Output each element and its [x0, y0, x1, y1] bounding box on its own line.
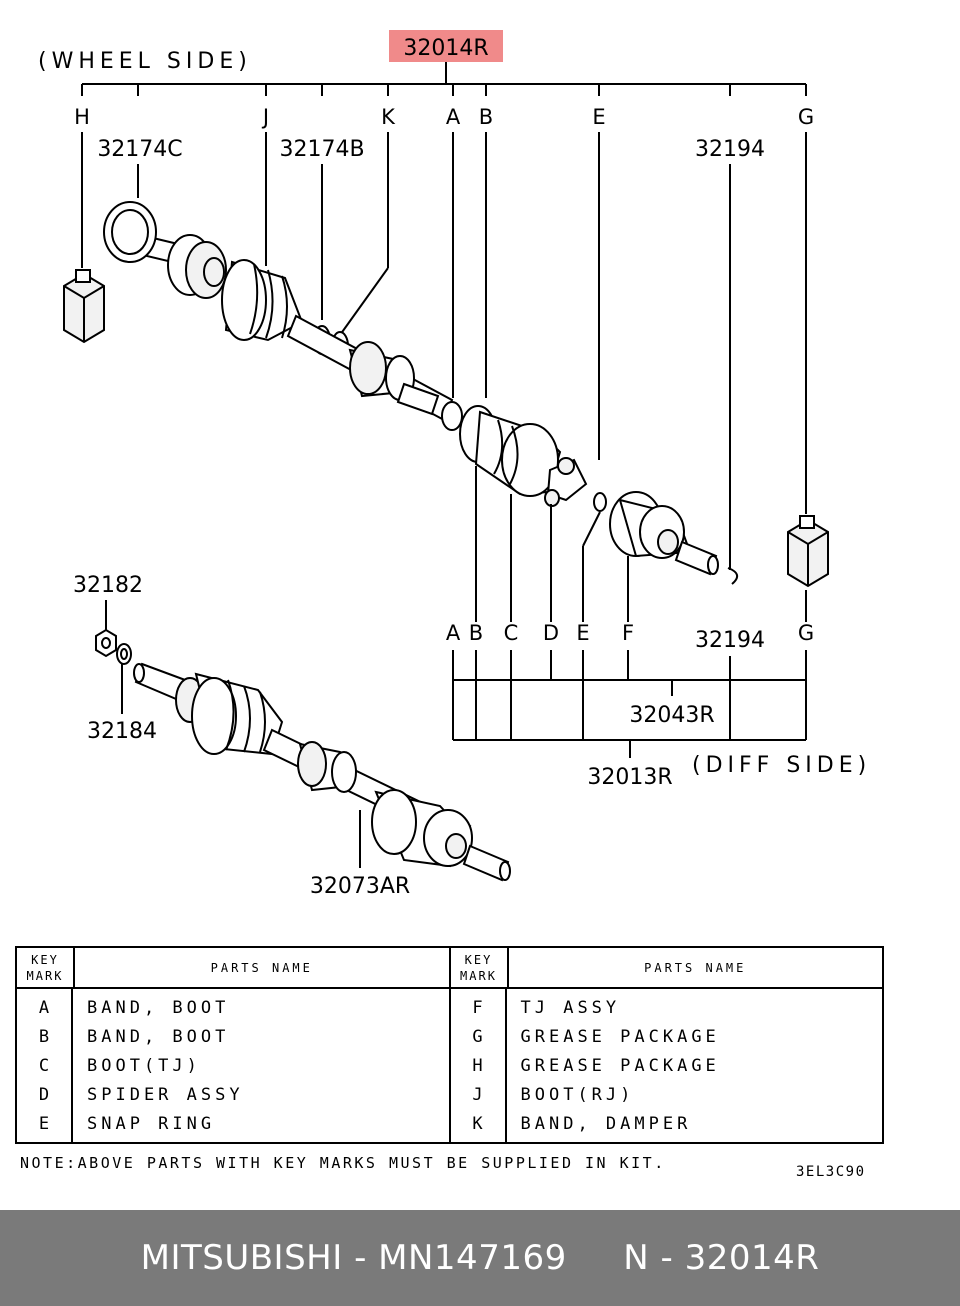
- leader-lines-bottom-up: [475, 466, 807, 622]
- key-cell: E: [38, 1114, 50, 1134]
- table-body: F G H J K TJ ASSY GREASE PACKAGE GREASE …: [451, 989, 883, 1142]
- part-name-cell: GREASE PACKAGE: [520, 1027, 720, 1047]
- part-name-cell: BOOT(RJ): [520, 1085, 635, 1105]
- diff-side-label: (DIFF SIDE): [692, 753, 871, 778]
- grease-package-h: [63, 269, 105, 344]
- top-letter-a: A: [446, 105, 461, 129]
- parts-name-header: PARTS NAME: [644, 960, 747, 975]
- top-letter-j: J: [261, 105, 269, 129]
- bottom-letter-b: B: [469, 621, 483, 645]
- key-cell: J: [472, 1085, 483, 1105]
- key-mark-column: A B C D E: [17, 989, 73, 1142]
- footer-bar: MITSUBISHI - MN147169 N - 32014R: [0, 1210, 960, 1306]
- top-letter-g: G: [798, 105, 814, 129]
- key-cell: C: [38, 1056, 50, 1076]
- top-letter-k: K: [381, 105, 396, 129]
- key-cell: B: [38, 1027, 50, 1047]
- table-header: KEY MARK PARTS NAME: [450, 948, 882, 989]
- top-letter-h: H: [74, 105, 90, 129]
- top-bracket: [81, 62, 807, 96]
- part-name-cell: TJ ASSY: [520, 998, 621, 1018]
- wheel-side-label: (WHEEL SIDE): [38, 49, 252, 74]
- bottom-letter-g: G: [798, 621, 814, 645]
- key-cell: H: [472, 1056, 483, 1076]
- top-letter-b: B: [479, 105, 493, 129]
- table-header: KEY MARK PARTS NAME: [17, 948, 449, 989]
- part-name-cell: GREASE PACKAGE: [520, 1056, 720, 1076]
- parts-name-column: TJ ASSY GREASE PACKAGE GREASE PACKAGE BO…: [507, 989, 883, 1142]
- label-32182: 32182: [73, 573, 143, 598]
- parts-table-right-column: KEY MARK PARTS NAME F G H J K TJ ASSY GR…: [448, 948, 883, 1142]
- top-letter-e: E: [592, 105, 605, 129]
- parts-name-column: BAND, BOOT BAND, BOOT BOOT(TJ) SPIDER AS…: [73, 989, 449, 1142]
- key-cell: A: [38, 998, 50, 1018]
- bottom-letter-f: F: [622, 621, 634, 645]
- label-32184: 32184: [87, 719, 157, 744]
- footer-ref: N - 32014R: [623, 1238, 820, 1278]
- key-mark-header: KEY MARK: [451, 948, 509, 987]
- label-32013r: 32013R: [587, 765, 672, 790]
- bottom-letter-e: E: [576, 621, 589, 645]
- footer-part-number: MN147169: [378, 1238, 567, 1278]
- bottom-bracket: [452, 650, 807, 758]
- nut-32182: [95, 628, 117, 658]
- parts-table-left-column: KEY MARK PARTS NAME A B C D E BAND, BOOT…: [17, 948, 449, 1142]
- part-name-cell: SNAP RING: [87, 1114, 216, 1134]
- grease-package-g: [787, 515, 829, 588]
- kit-note: NOTE:ABOVE PARTS WITH KEY MARKS MUST BE …: [20, 1154, 666, 1172]
- washer-32184: [116, 643, 132, 665]
- label-32043r: 32043R: [629, 703, 714, 728]
- key-cell: G: [472, 1027, 483, 1047]
- part-name-cell: BAND, BOOT: [87, 998, 230, 1018]
- leader-lines-top: [81, 132, 807, 570]
- upper-driveshaft: [103, 201, 739, 585]
- footer-text: MITSUBISHI - MN147169 N - 32014R: [140, 1238, 820, 1278]
- key-cell: F: [472, 998, 483, 1018]
- bottom-letter-c: C: [504, 621, 519, 645]
- main-part-label: 32014R: [403, 36, 488, 61]
- main-part-highlight: [389, 30, 503, 62]
- key-mark-column: F G H J K: [451, 989, 507, 1142]
- assembled-driveshaft-32073ar: [133, 662, 511, 882]
- label-32174c: 32174C: [97, 137, 182, 162]
- drawing-code: 3EL3C90: [796, 1164, 866, 1180]
- footer-brand: MITSUBISHI: [140, 1238, 343, 1278]
- part-name-cell: BOOT(TJ): [87, 1056, 201, 1076]
- key-mark-header: KEY MARK: [17, 948, 75, 987]
- label-32174b: 32174B: [279, 137, 364, 162]
- bottom-letter-d: D: [543, 621, 559, 645]
- part-name-cell: BAND, DAMPER: [520, 1114, 692, 1134]
- key-cell: K: [472, 1114, 483, 1134]
- label-32194-bottom: 32194: [695, 628, 765, 653]
- parts-name-header: PARTS NAME: [210, 960, 313, 975]
- part-name-cell: SPIDER ASSY: [87, 1085, 244, 1105]
- table-body: A B C D E BAND, BOOT BAND, BOOT BOOT(TJ)…: [17, 989, 449, 1142]
- bottom-letter-a: A: [446, 621, 461, 645]
- label-32194-top: 32194: [695, 137, 765, 162]
- exploded-parts-diagram: 32014R (WHEEL SIDE) H J K A B E G 32174C…: [38, 30, 871, 899]
- label-32073ar: 32073AR: [310, 874, 410, 899]
- part-name-cell: BAND, BOOT: [87, 1027, 230, 1047]
- key-cell: D: [38, 1085, 50, 1105]
- parts-key-table: KEY MARK PARTS NAME A B C D E BAND, BOOT…: [15, 946, 884, 1144]
